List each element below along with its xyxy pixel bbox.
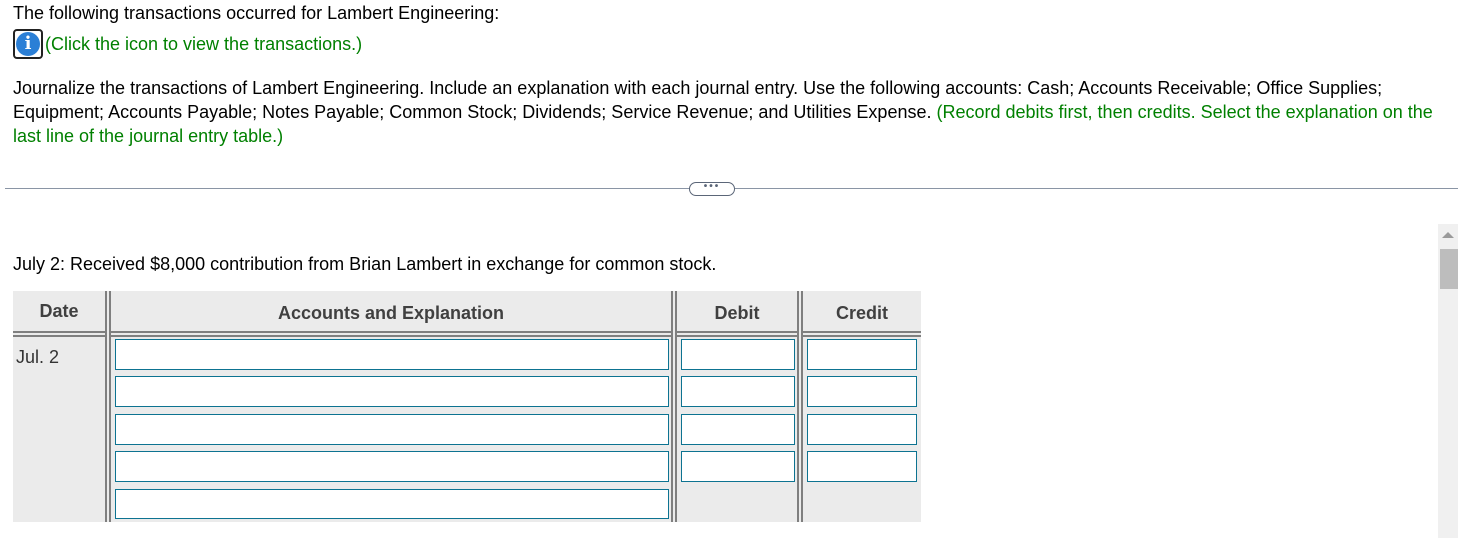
column-separator: [797, 291, 803, 522]
info-icon: i: [16, 32, 40, 56]
column-separator: [105, 291, 111, 522]
date-cell: Jul. 2: [16, 347, 60, 367]
credit-input-3[interactable]: [807, 414, 917, 445]
header-separator: [13, 331, 921, 337]
account-input-2[interactable]: [115, 376, 669, 407]
account-input-3[interactable]: [115, 414, 669, 445]
account-input-1[interactable]: [115, 339, 669, 370]
column-separator: [671, 291, 677, 522]
account-input-4[interactable]: [115, 451, 669, 482]
journal-entry-table: Date Accounts and Explanation Debit Cred…: [13, 291, 921, 522]
credit-input-2[interactable]: [807, 376, 917, 407]
debit-input-3[interactable]: [681, 414, 795, 445]
debit-input-1[interactable]: [681, 339, 795, 370]
explanation-input[interactable]: [115, 489, 669, 519]
question-text: July 2: Received $8,000 contribution fro…: [13, 254, 717, 274]
debit-input-2[interactable]: [681, 376, 795, 407]
expand-button[interactable]: •••: [689, 182, 735, 196]
info-button[interactable]: i: [13, 29, 43, 59]
instructions-text: Journalize the transactions of Lambert E…: [13, 78, 1383, 122]
header-date: Date: [39, 300, 79, 321]
header-debit: Debit: [714, 302, 760, 323]
instructions-hint: (Record debits first, then credits. Sele…: [13, 102, 1433, 146]
header-credit: Credit: [835, 302, 888, 323]
view-transactions-link[interactable]: (Click the icon to view the transactions…: [45, 34, 363, 54]
intro-text: The following transactions occurred for …: [13, 3, 500, 23]
scrollbar-thumb[interactable]: [1440, 249, 1458, 289]
debit-input-4[interactable]: [681, 451, 795, 482]
instructions: Journalize the transactions of Lambert E…: [13, 76, 1433, 148]
ellipsis-icon: •••: [703, 181, 721, 192]
header-accounts: Accounts and Explanation: [277, 302, 505, 323]
info-row: i (Click the icon to view the transactio…: [13, 29, 362, 59]
credit-input-4[interactable]: [807, 451, 917, 482]
scroll-up-arrow-icon[interactable]: [1442, 232, 1454, 238]
credit-input-1[interactable]: [807, 339, 917, 370]
vertical-scrollbar[interactable]: [1438, 224, 1458, 538]
